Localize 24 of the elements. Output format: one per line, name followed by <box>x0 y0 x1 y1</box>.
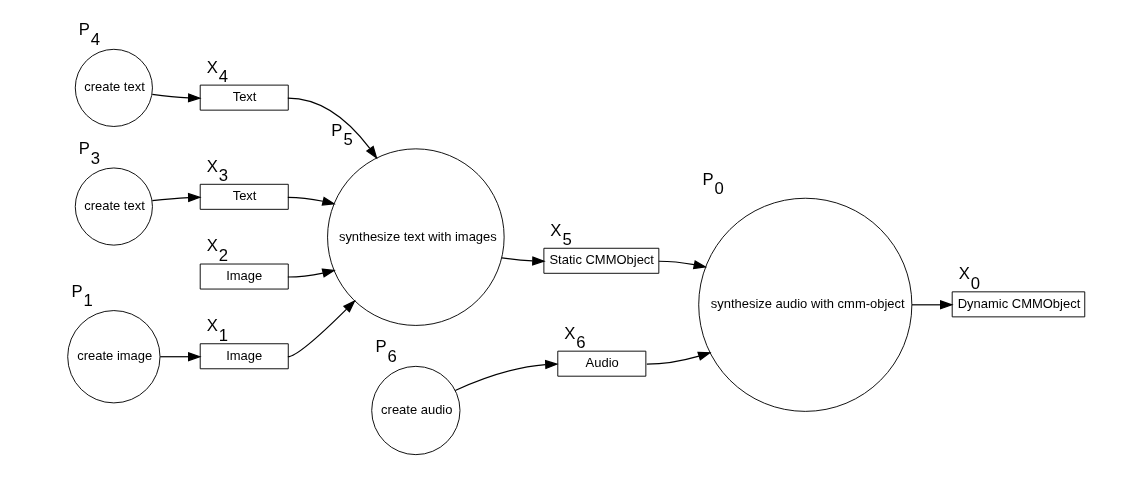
node-box: Image <box>199 263 289 290</box>
arrow <box>159 352 202 362</box>
arrow <box>645 351 712 365</box>
node-box: Text <box>199 183 289 210</box>
arrow <box>454 359 559 392</box>
arrow <box>286 268 336 278</box>
node-box: Image <box>199 343 289 370</box>
arrow <box>286 196 336 206</box>
node-circle: create audio <box>370 365 460 456</box>
node-box: Dynamic CMMObject <box>951 291 1085 318</box>
node-circle: synthesize text with images <box>326 148 505 326</box>
arrow <box>657 259 707 270</box>
arrow <box>910 300 954 310</box>
node-box: Static CMMObject <box>542 247 659 274</box>
node-circle: create image <box>66 310 160 404</box>
arrow <box>151 192 202 203</box>
node-box: Text <box>199 84 289 111</box>
arrow <box>500 256 546 266</box>
node-box: Audio <box>556 350 646 377</box>
arrow <box>286 299 356 358</box>
node-circle: create text <box>74 167 153 246</box>
arrow <box>286 97 378 160</box>
node-circle: create text <box>74 48 153 127</box>
arrow <box>151 93 202 103</box>
